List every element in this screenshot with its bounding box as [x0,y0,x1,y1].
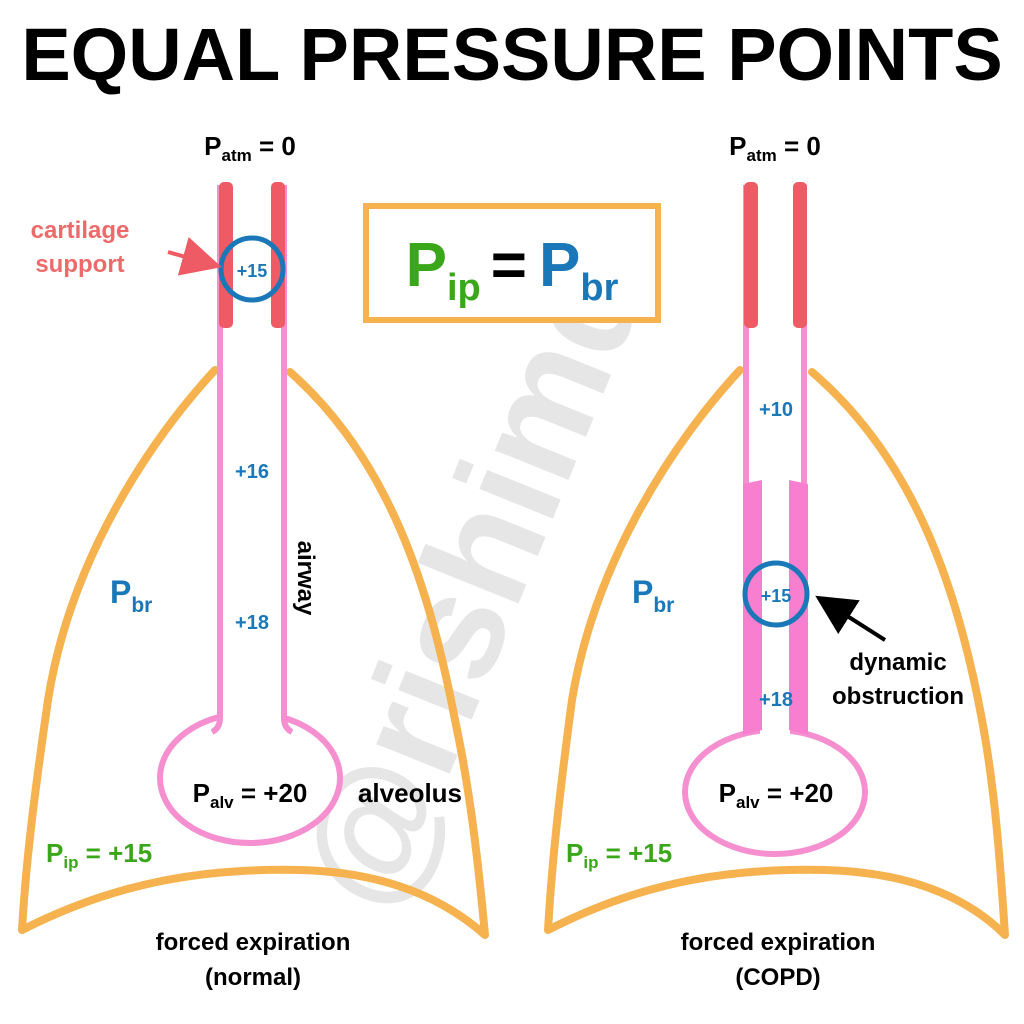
copd-pressure-18: +18 [759,689,793,711]
cartilage-label-line2: support [35,251,124,278]
copd-lung-diagram: Patm = 0 +10 +15 +18 dynamic obstruction… [544,131,1009,991]
normal-pbr-label: Pbr [110,574,152,617]
copd-caption-line1: forced expiration [681,929,876,956]
normal-pressure-18: +18 [235,612,269,634]
copd-epp-circle [742,560,810,628]
equation-box-border [363,203,661,323]
dynamic-obstruction-arrow [815,595,887,642]
airway-label: airway [292,541,319,616]
normal-caption-line1: forced expiration [156,929,351,956]
copd-lung-outline [544,366,1009,939]
copd-pbr-label: Pbr [632,574,674,617]
dynamic-obstruction-line1: dynamic [849,649,946,676]
equation-box: Pip=Pbr [363,203,661,323]
copd-cartilage-right [793,182,807,328]
copd-airway-wall-left-thick [743,480,762,735]
copd-cartilage-left [744,182,758,328]
normal-patm-label: Patm = 0 [204,131,296,165]
equation-text: Pip=Pbr [406,231,619,309]
page-title: EQUAL PRESSURE POINTS [21,13,1002,96]
alveolus-label: alveolus [358,778,462,808]
copd-airway-wall-right-thick [789,480,808,735]
normal-lung-outline [18,366,489,939]
normal-airway-wall-left [210,185,223,735]
normal-pressure-16: +16 [235,461,269,483]
normal-lung-diagram: Patm = 0 cartilage support +15 +16 +18 a… [18,131,489,991]
copd-caption-line2: (COPD) [735,964,820,991]
copd-palv-label: Palv = +20 [719,778,834,812]
normal-palv-label: Palv = +20 [193,778,308,812]
copd-pressure-10: +10 [759,399,793,421]
normal-caption-line2: (normal) [205,964,301,991]
normal-epp-value: +15 [237,261,268,281]
copd-epp-value: +15 [761,586,792,606]
copd-pip-label: Pip = +15 [566,838,672,872]
cartilage-arrow [167,237,222,276]
dynamic-obstruction-line2: obstruction [832,683,964,710]
copd-patm-label: Patm = 0 [729,131,821,165]
normal-airway-wall-right [281,185,294,735]
normal-pip-label: Pip = +15 [46,838,152,872]
cartilage-label-line1: cartilage [31,217,130,244]
